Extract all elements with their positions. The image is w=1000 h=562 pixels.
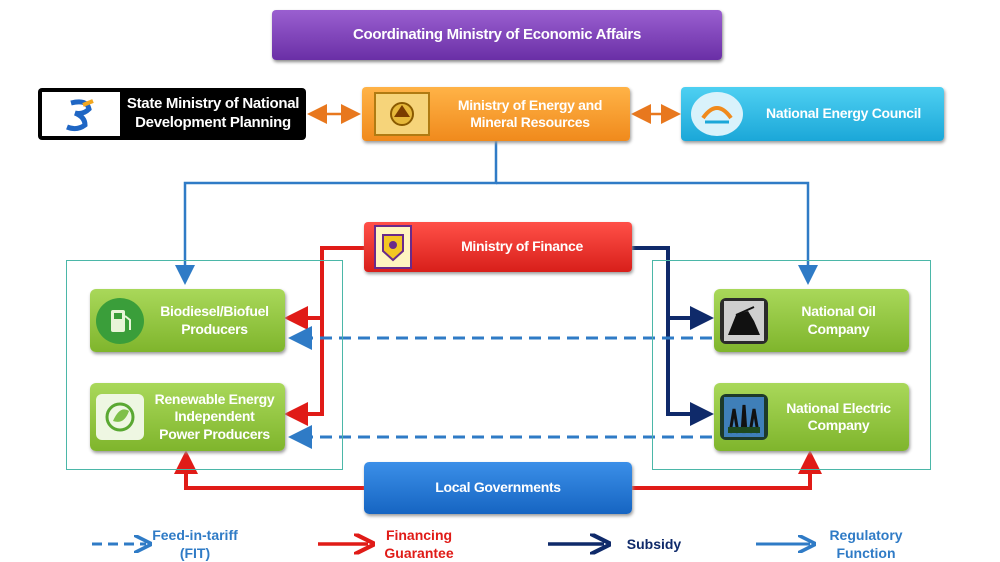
esdm-label: Ministry of Energy and Mineral Resources [457,96,603,131]
biofuel-label: Biodiesel/Biofuel Producers [160,303,269,337]
den-logo-icon [691,92,743,136]
regulatory-line-oil [496,181,818,285]
biofuel-box: Biodiesel/Biofuel Producers [90,289,285,352]
legend-fit-label: Feed-in-tariff (FIT) [152,527,238,562]
financing-line-renewable [284,318,324,426]
local-line-electric [632,450,822,490]
producers-panel [66,260,343,470]
renewable-label: Renewable Energy Independent Power Produ… [154,390,275,442]
regulatory-line-biofuel [175,141,498,285]
financing-line-biofuel [284,246,364,330]
renewable-leaf-icon [96,394,144,440]
state-companies-panel [652,260,931,470]
legend-subsidy-label: Subsidy [626,536,682,552]
finance-emblem-icon [374,225,412,269]
bappenas-box: State Ministry of National Development P… [38,88,306,140]
bappenas-label: State Ministry of National Development P… [126,95,300,131]
local-line-renewable [174,450,364,490]
coordinating-ministry-label: Coordinating Ministry of Economic Affair… [353,25,641,43]
esdm-box: Ministry of Energy and Mineral Resources [362,87,630,141]
den-label: National Energy Council [766,105,921,122]
bappenas-logo-icon [42,92,120,136]
electric-company-label: National Electric Company [786,399,891,434]
local-governments-box: Local Governments [364,462,632,514]
legend-financing-label: Financing Guarantee [384,527,454,562]
den-box: National Energy Council [681,87,944,141]
renewable-box: Renewable Energy Independent Power Produ… [90,383,285,451]
subsidy-line-oil [632,246,714,330]
electric-company-box: National Electric Company [714,383,909,451]
oil-company-box: National Oil Company [714,289,909,352]
legend-regulatory-label: Regulatory Function [829,527,903,562]
finance-label: Ministry of Finance [461,238,583,255]
esdm-emblem-icon [374,92,430,136]
finance-box: Ministry of Finance [364,222,632,272]
local-governments-label: Local Governments [435,479,561,496]
fuel-pump-icon [96,297,144,344]
oil-company-label: National Oil Company [801,303,876,337]
oil-rig-icon [720,297,768,344]
power-plant-icon [720,394,768,440]
subsidy-line-electric [666,318,714,426]
coordinating-ministry-box: Coordinating Ministry of Economic Affair… [272,10,722,60]
